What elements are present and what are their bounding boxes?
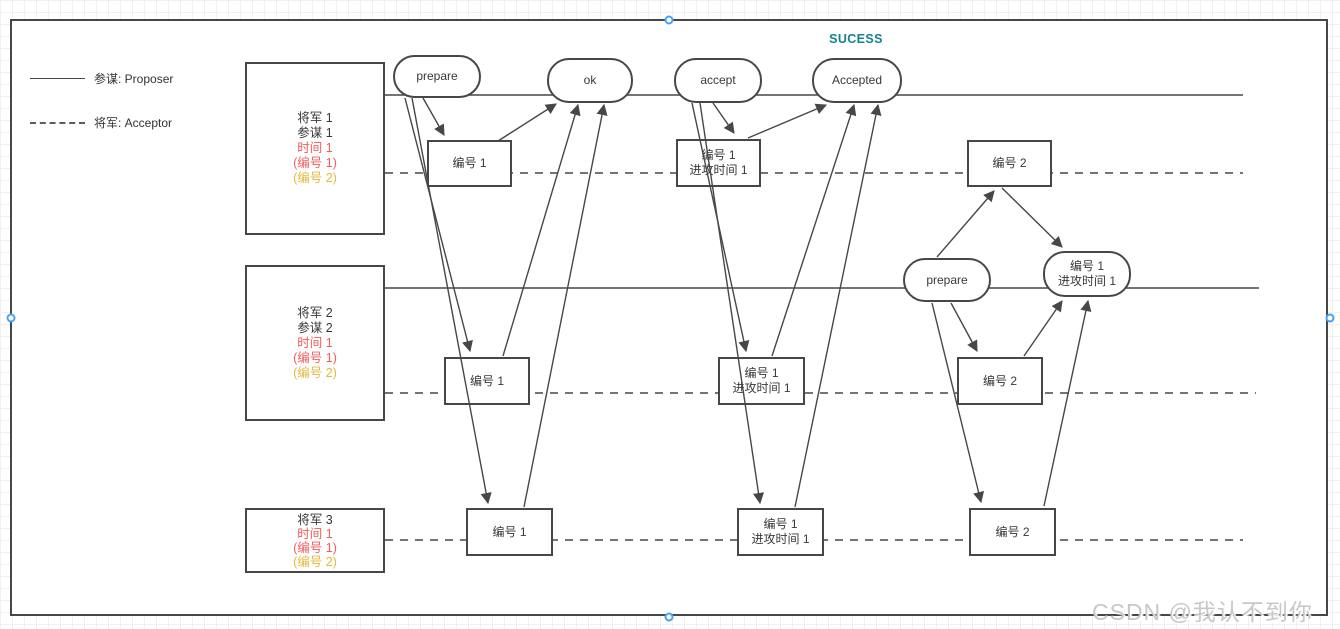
general-1-no1: (编号 1) <box>293 156 337 170</box>
general-2-time: 时间 1 <box>297 335 333 350</box>
csdn-watermark: CSDN @我认不到你 <box>1092 599 1313 625</box>
general-1-time: 时间 1 <box>297 141 333 155</box>
success-label[interactable]: SUCESS <box>829 32 883 46</box>
general-3-name: 将军 3 <box>297 512 333 527</box>
msgbox-label: 编号 2 <box>982 373 1017 388</box>
msgbox-label: 进攻时间 1 <box>732 381 791 395</box>
diagram-canvas[interactable] <box>10 19 1328 616</box>
selection-handle-right[interactable] <box>1325 313 1335 323</box>
general-2-no2: (编号 2) <box>293 365 337 380</box>
solid-line-sample <box>30 78 85 79</box>
node-accepted-2[interactable]: 编号 1 进攻时间 1 <box>1043 251 1131 297</box>
msgbox-label: 编号 1 <box>469 373 504 388</box>
node-accepted-2-line2: 进攻时间 1 <box>1057 274 1116 288</box>
node-accepted[interactable]: Accepted <box>812 58 902 103</box>
legend-item-proposer[interactable]: 参谋: Proposer <box>30 70 173 87</box>
node-ok-label: ok <box>583 73 597 87</box>
msgbox-label: 编号 1 <box>452 156 487 170</box>
dashed-line-sample <box>30 121 85 124</box>
msgbox-label: 编号 1 <box>744 366 779 380</box>
general-1-box[interactable]: 将军 1 参谋 1 时间 1 (编号 1) (编号 2) <box>245 62 385 235</box>
general-2-staff: 参谋 2 <box>297 320 333 335</box>
general-3-no2: (编号 2) <box>293 554 337 569</box>
node-accept[interactable]: accept <box>674 58 762 103</box>
msgbox-row1-number1[interactable]: 编号 1 <box>427 140 512 187</box>
msgbox-row2-number1-attacktime1[interactable]: 编号 1 进攻时间 1 <box>718 357 805 405</box>
node-prepare-2[interactable]: prepare <box>903 258 991 302</box>
selection-handle-bottom[interactable] <box>664 612 674 622</box>
msgbox-row2-number2[interactable]: 编号 2 <box>957 357 1043 405</box>
msgbox-row3-number2[interactable]: 编号 2 <box>969 508 1056 556</box>
node-prepare-1[interactable]: prepare <box>393 55 481 98</box>
msgbox-row3-number1-attacktime1[interactable]: 编号 1 进攻时间 1 <box>737 508 824 556</box>
node-ok[interactable]: ok <box>547 58 633 103</box>
legend-acceptor-label: 将军: Acceptor <box>94 116 173 130</box>
general-1-no2: (编号 2) <box>293 171 337 185</box>
msgbox-label: 编号 1 <box>701 148 736 162</box>
msgbox-label: 编号 1 <box>763 517 798 531</box>
general-3-box[interactable]: 将军 3 时间 1 (编号 1) (编号 2) <box>245 508 385 573</box>
general-2-name: 将军 2 <box>297 305 333 320</box>
general-1-name: 将军 1 <box>297 111 333 125</box>
node-prepare-2-label: prepare <box>926 272 968 287</box>
msgbox-label: 进攻时间 1 <box>751 532 810 546</box>
msgbox-label: 编号 2 <box>992 156 1027 170</box>
msgbox-row3-number1[interactable]: 编号 1 <box>466 508 553 556</box>
node-accepted-label: Accepted <box>831 73 883 87</box>
general-3-no1: (编号 1) <box>293 540 337 555</box>
selection-handle-left[interactable] <box>6 313 16 323</box>
node-accepted-2-line1: 编号 1 <box>1069 259 1104 273</box>
msgbox-label: 编号 1 <box>492 524 527 539</box>
msgbox-row2-number1[interactable]: 编号 1 <box>444 357 530 405</box>
msgbox-label: 编号 2 <box>995 524 1030 539</box>
selection-handle-top[interactable] <box>664 15 674 25</box>
msgbox-row1-number1-attacktime1[interactable]: 编号 1 进攻时间 1 <box>676 139 761 187</box>
general-3-time: 时间 1 <box>297 526 333 541</box>
general-2-box[interactable]: 将军 2 参谋 2 时间 1 (编号 1) (编号 2) <box>245 265 385 421</box>
node-accept-label: accept <box>700 73 736 87</box>
general-2-no1: (编号 1) <box>293 350 337 365</box>
general-1-staff: 参谋 1 <box>297 126 333 140</box>
node-prepare-1-label: prepare <box>416 69 458 83</box>
legend-item-acceptor[interactable]: 将军: Acceptor <box>30 114 172 131</box>
legend-proposer-label: 参谋: Proposer <box>94 72 174 86</box>
msgbox-label: 进攻时间 1 <box>689 163 748 177</box>
msgbox-row1-number2[interactable]: 编号 2 <box>967 140 1052 187</box>
